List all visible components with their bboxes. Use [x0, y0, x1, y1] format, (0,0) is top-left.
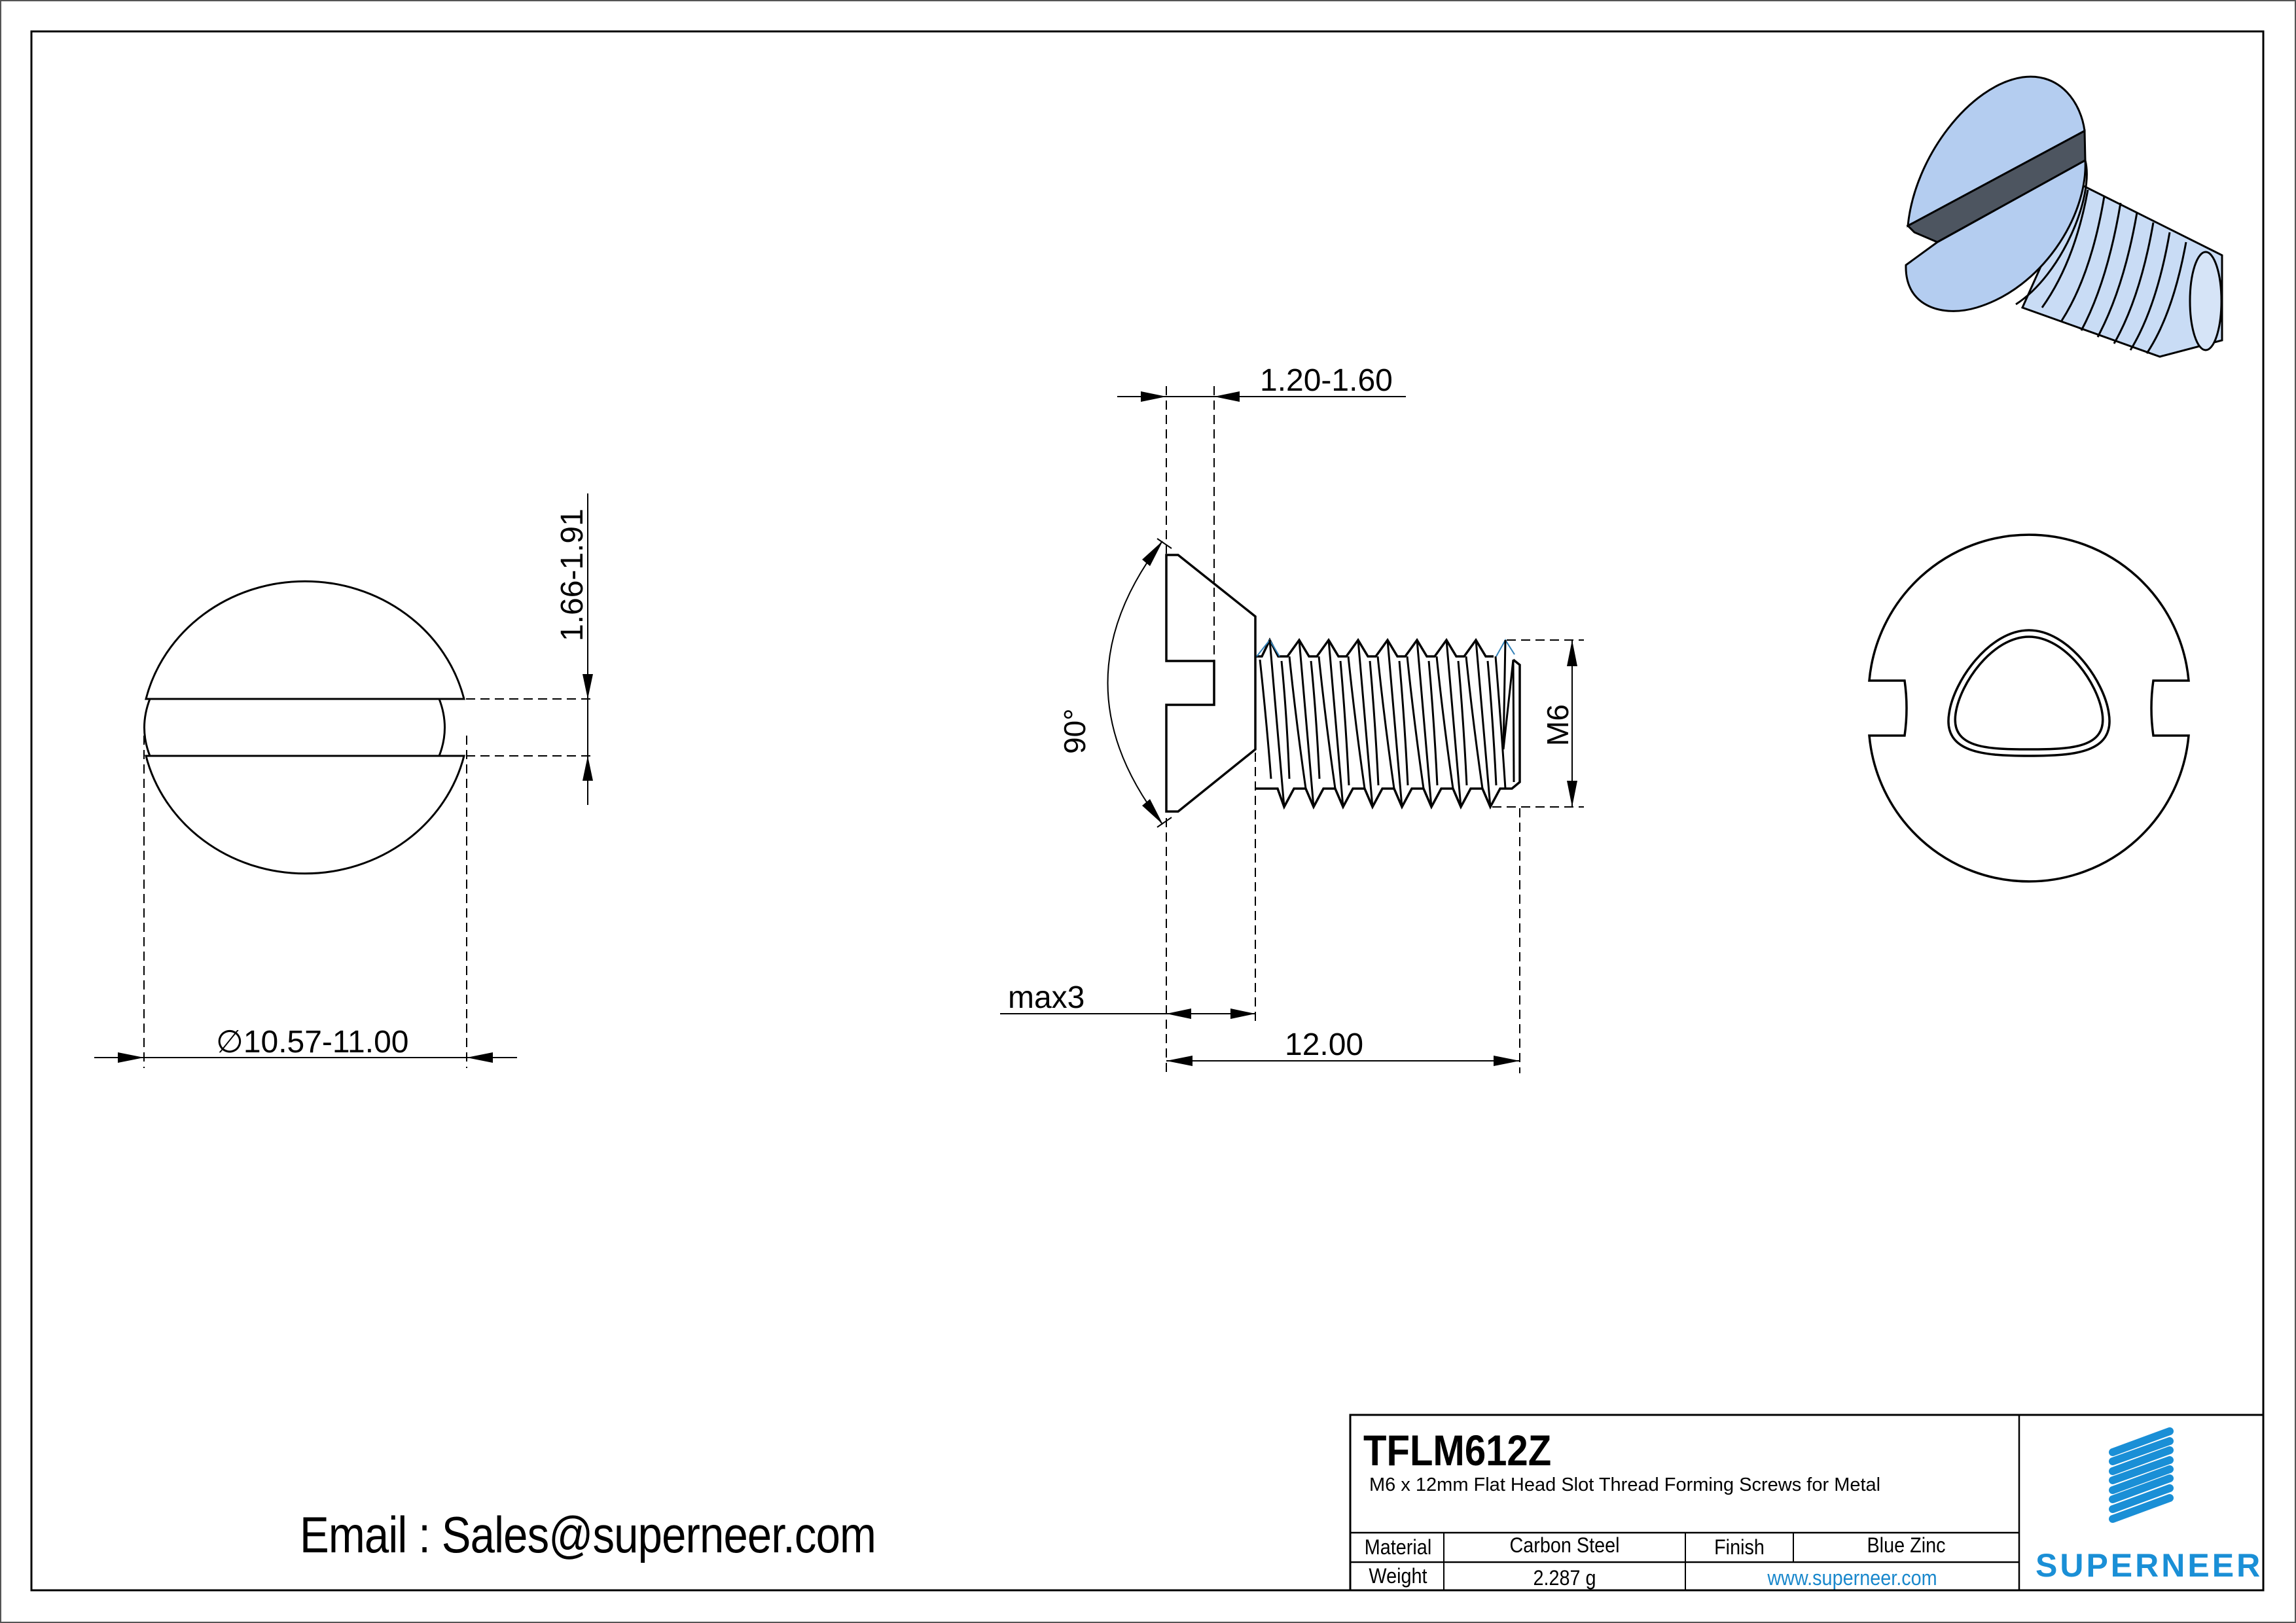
head-upper-half: [145, 580, 465, 700]
end-view: [1868, 533, 2190, 883]
iso-head-upper: [1907, 75, 2086, 228]
thread-top-profile: [1255, 637, 1494, 658]
angle-arc: [1107, 541, 1162, 824]
finish-label: Finish: [1714, 1535, 1765, 1559]
head-lower-half: [145, 755, 465, 875]
weight-value: 2.287 g: [1533, 1566, 1596, 1590]
finish-value: Blue Zinc: [1867, 1533, 1946, 1557]
part-number: TFLM612Z: [1363, 1426, 1552, 1474]
part-description: M6 x 12mm Flat Head Slot Thread Forming …: [1369, 1474, 1881, 1495]
head-angle-dim-label: 90°: [1058, 708, 1092, 754]
contact-email[interactable]: Email : Sales@superneer.com: [300, 1506, 876, 1563]
material-label: Material: [1364, 1535, 1432, 1559]
brand-name: SUPERNEER: [2036, 1547, 2263, 1584]
trilobe-outer: [1947, 629, 2111, 757]
top-view: [94, 493, 596, 1068]
head-profile: [1165, 554, 1257, 813]
material-value: Carbon Steel: [1509, 1533, 1620, 1557]
website-link[interactable]: www.superneer.com: [1767, 1566, 1937, 1590]
end-view-outline: [1868, 533, 2190, 883]
head-height-dim-label: max3: [1008, 980, 1085, 1015]
slot-width-dim-label: 1.66-1.91: [555, 508, 590, 641]
length-dim-label: 12.00: [1285, 1027, 1363, 1062]
title-block: [1349, 1414, 2265, 1592]
iso-shank: [2020, 181, 2223, 358]
iso-head-lower: [1905, 158, 2087, 312]
slot-depth-dim-label: 1.20-1.60: [1260, 363, 1393, 398]
slot-left-arc: [143, 698, 151, 757]
diameter-dim-label: ∅10.57-11.00: [216, 1025, 408, 1060]
thread-dim-label: M6: [1541, 704, 1575, 746]
brand-logo-icon: [2109, 1427, 2174, 1523]
trilobe-inner: [1954, 635, 2104, 751]
iso-screw-render: [1905, 75, 2223, 358]
weight-label: Weight: [1369, 1564, 1427, 1588]
drawing-frame: [30, 30, 2265, 1592]
side-view: [1000, 386, 1584, 1073]
slot-right-arc: [438, 698, 446, 757]
